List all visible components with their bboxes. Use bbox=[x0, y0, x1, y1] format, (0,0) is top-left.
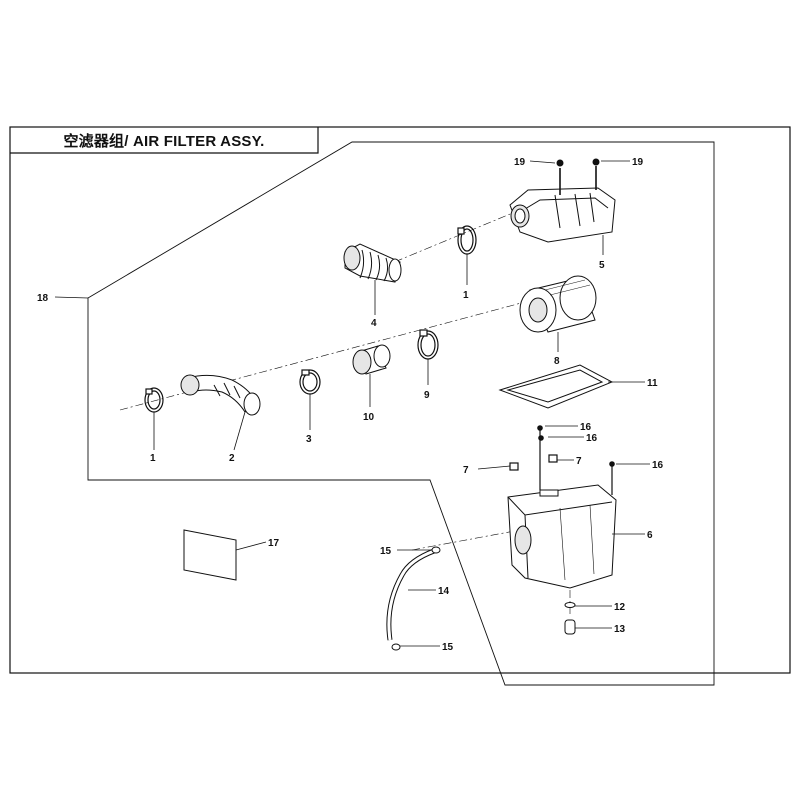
callout-15b: 15 bbox=[442, 642, 454, 653]
callout-5: 5 bbox=[599, 260, 605, 271]
part-4-intake-bellows bbox=[343, 243, 402, 283]
part-6-filter-box bbox=[507, 484, 617, 589]
part-11-gasket bbox=[498, 364, 614, 409]
title-box-border bbox=[10, 127, 319, 154]
part-8-filter-element bbox=[519, 275, 597, 333]
part-2-intake-hose bbox=[180, 374, 261, 416]
leader-lines bbox=[54, 160, 650, 647]
callout-17: 17 bbox=[268, 538, 280, 549]
part-17-label bbox=[183, 529, 237, 581]
callout-7a: 7 bbox=[463, 465, 469, 476]
part-5-cover bbox=[509, 158, 616, 243]
callout-12: 12 bbox=[614, 602, 626, 613]
part-14-breather-hose bbox=[386, 546, 441, 651]
callout-13: 13 bbox=[614, 624, 626, 635]
part-1-clamp-lower bbox=[144, 387, 164, 413]
part-1-clamp-upper bbox=[457, 225, 477, 255]
callout-11: 11 bbox=[647, 378, 658, 389]
part-9-clamp bbox=[417, 329, 439, 360]
callout-2: 2 bbox=[229, 453, 235, 464]
callout-1-upper: 1 bbox=[463, 290, 469, 301]
callout-18: 18 bbox=[37, 293, 49, 304]
callout-16c: 16 bbox=[652, 460, 664, 471]
diagram-border bbox=[9, 126, 791, 674]
callout-6: 6 bbox=[647, 530, 653, 541]
callout-4: 4 bbox=[371, 318, 377, 329]
part-10-adapter bbox=[352, 344, 391, 375]
callout-3: 3 bbox=[306, 434, 312, 445]
callout-16a: 16 bbox=[580, 422, 592, 433]
callout-19a: 19 bbox=[514, 157, 526, 168]
callout-15a: 15 bbox=[380, 546, 392, 557]
diagram-title: 空滤器组/ AIR FILTER ASSY. bbox=[63, 132, 265, 150]
callout-9: 9 bbox=[424, 390, 430, 401]
callout-labels: 19 19 5 1 4 18 8 11 9 10 3 2 1 16 16 7 7… bbox=[37, 157, 664, 653]
parts-12-13-drain bbox=[564, 602, 576, 635]
assembly-outline bbox=[87, 141, 715, 686]
callout-14: 14 bbox=[438, 586, 450, 597]
callout-1-lower: 1 bbox=[150, 453, 156, 464]
fasteners bbox=[509, 425, 615, 495]
callout-8: 8 bbox=[554, 356, 560, 367]
part-3-clamp bbox=[299, 369, 321, 395]
callout-16b: 16 bbox=[586, 433, 598, 444]
callout-7b: 7 bbox=[576, 456, 582, 467]
callout-19b: 19 bbox=[632, 157, 644, 168]
callout-10: 10 bbox=[363, 412, 375, 423]
